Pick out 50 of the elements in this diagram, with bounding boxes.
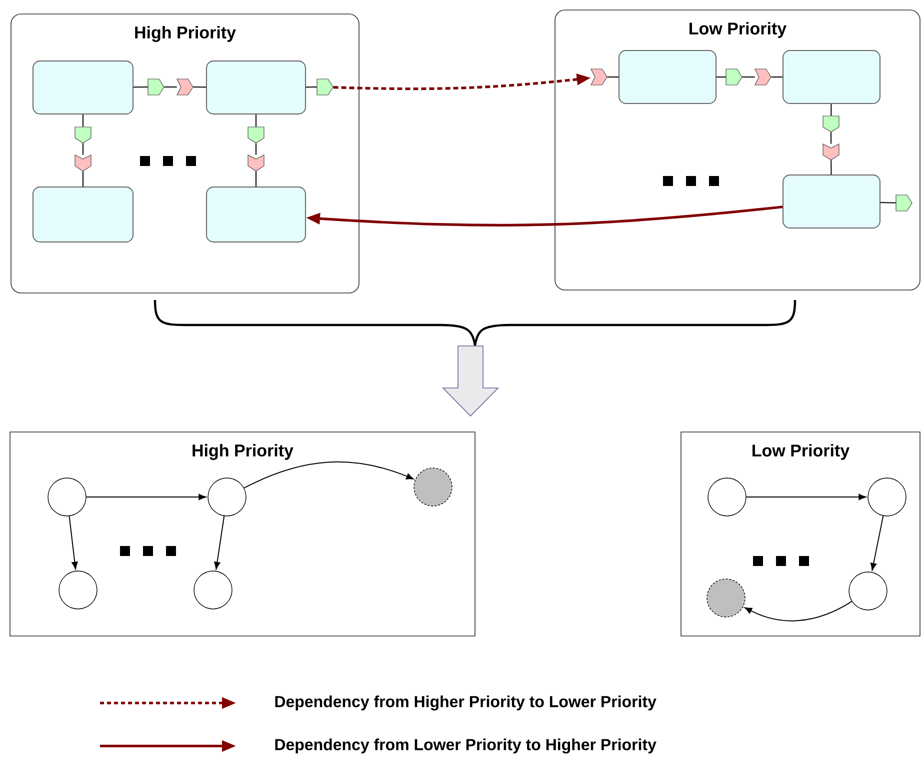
connector-line [306, 86, 318, 88]
input-port [590, 68, 608, 86]
connector-line [830, 132, 832, 144]
task-circle [208, 478, 246, 516]
placeholder-circle [414, 468, 452, 506]
input-port [822, 144, 840, 160]
output-port [316, 78, 334, 96]
process-box [206, 60, 306, 114]
legend-item: Dependency from Lower Priority to Higher Priority [100, 738, 656, 754]
connector-line [830, 160, 832, 175]
process-box [618, 50, 716, 104]
connector-line [133, 86, 148, 88]
connector-line [742, 76, 756, 78]
task-circle [48, 478, 86, 516]
placeholder-circle [706, 578, 746, 618]
task-circle [708, 478, 746, 516]
connector-line [82, 114, 84, 128]
task-circle [868, 478, 906, 516]
dependency-arrow [214, 516, 225, 570]
process-box [32, 60, 134, 114]
process-box [782, 50, 880, 104]
input-port [754, 68, 772, 86]
task-circle [58, 570, 98, 610]
connector-line [82, 170, 84, 187]
input-port [248, 154, 264, 172]
legend-item: Dependency from Higher Priority to Lower Priority [100, 696, 656, 710]
dependency-arrow [86, 494, 206, 500]
output-port [822, 116, 840, 132]
connector-line [716, 76, 726, 78]
connector-line [770, 76, 783, 78]
dependency-arrow [746, 494, 866, 500]
dependency-arrow [244, 461, 414, 488]
connector-line [82, 142, 84, 156]
dependency-arrow [870, 515, 884, 571]
process-box [32, 186, 134, 242]
task-circle [194, 570, 232, 610]
task-circle [848, 572, 888, 610]
input-port [74, 154, 92, 172]
connector-line [880, 202, 896, 204]
process-box [206, 186, 306, 242]
connector-line [830, 104, 832, 116]
dependency-arrow [744, 600, 852, 622]
connector-line [192, 86, 206, 88]
output-port [148, 78, 164, 96]
process-box [782, 174, 880, 228]
group-box: High Priority [10, 432, 476, 636]
connector-line [606, 76, 619, 78]
input-port [176, 78, 194, 96]
dependency-arrow [68, 516, 78, 570]
connector-line [164, 86, 178, 88]
